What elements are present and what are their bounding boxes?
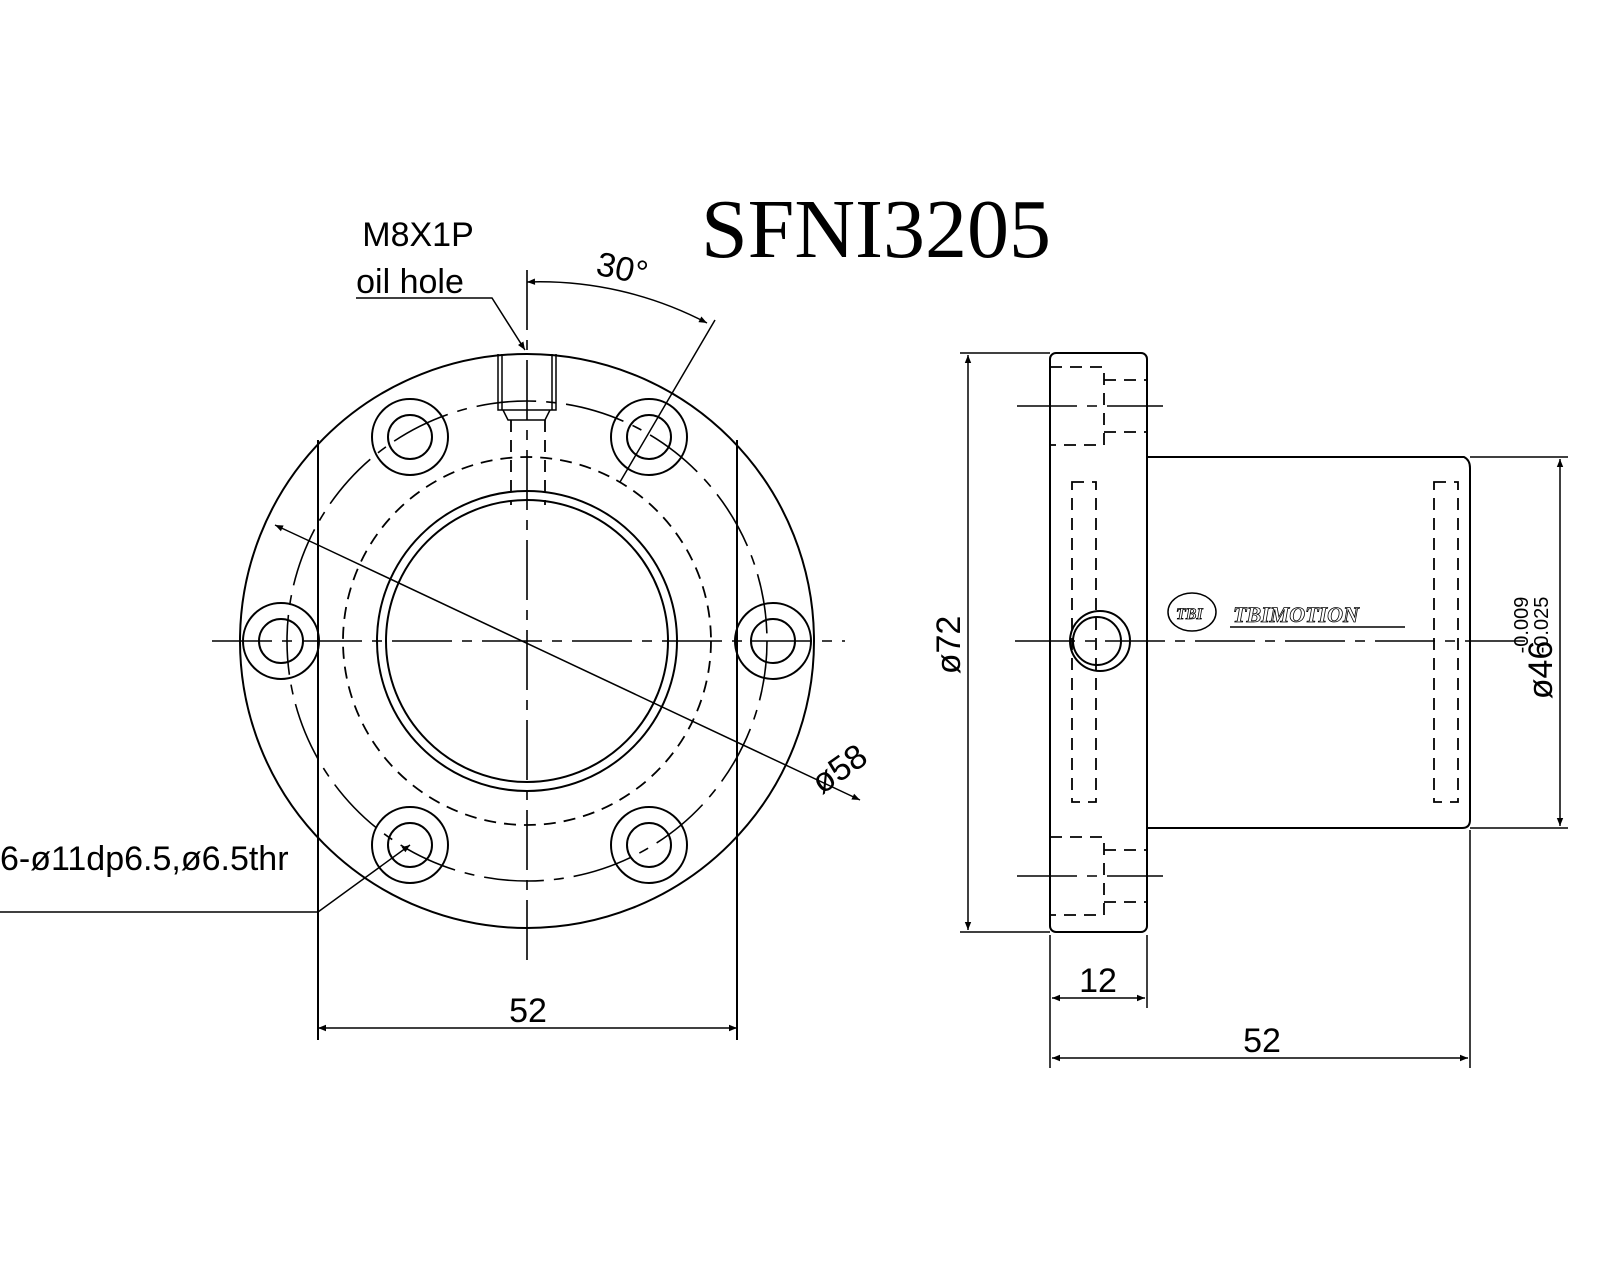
tbi-logo: TBI TBIMOTION [1167, 592, 1405, 632]
dia72-label: ø72 [930, 616, 968, 675]
angle-arc [526, 278, 708, 324]
dia46-label: ø46 [1522, 641, 1560, 700]
groove-left [1071, 481, 1097, 803]
logo-text: TBIMOTION [1233, 602, 1360, 627]
dia58-label: ø58 [805, 737, 875, 802]
oil-hole-label: oil hole [356, 263, 464, 301]
tol-upper: -0.009 [1511, 597, 1533, 654]
angle-label: 30° [593, 245, 651, 293]
holes-spec-label: 6-ø11dp6.5,ø6.5thr [0, 840, 289, 878]
groove-right [1433, 481, 1459, 803]
body-side [1147, 456, 1471, 829]
side-view: TBI TBIMOTION ø72 ø46 -0.009 -0.025 12 5… [930, 352, 1568, 1068]
logo-badge: TBI [1176, 606, 1203, 623]
thickness-label: 12 [1079, 962, 1117, 1000]
part-title: SFNI3205 [701, 183, 1051, 276]
length-label: 52 [1243, 1022, 1281, 1060]
width-dim-label: 52 [509, 992, 547, 1030]
upper-hole-hidden [1050, 366, 1147, 446]
dia58-line [317, 544, 861, 801]
oil-thread-label: M8X1P [362, 216, 474, 254]
front-view: 30° M8X1P oil hole ø58 6-ø11dp6.5,ø6.5th… [0, 216, 874, 1040]
flange-side [1049, 352, 1148, 933]
lower-hole-hidden [1050, 836, 1147, 916]
dia58-arrow-start [274, 524, 319, 546]
tol-lower: -0.025 [1531, 597, 1553, 654]
angle-ext-line [619, 319, 716, 483]
oil-hole-leader [356, 297, 526, 351]
holes-leader [0, 844, 411, 913]
